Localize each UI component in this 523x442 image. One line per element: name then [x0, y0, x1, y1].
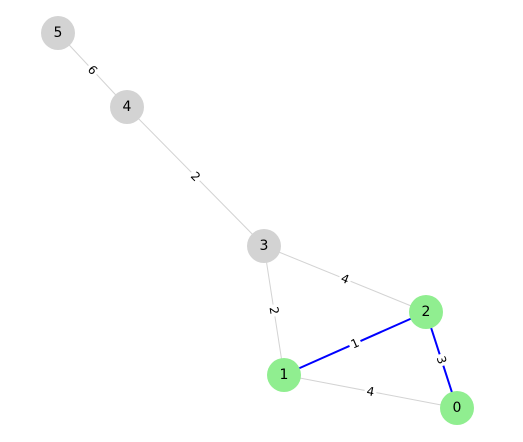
- edge-weight-background: [432, 351, 451, 369]
- edge-weight-background: [265, 303, 283, 318]
- edge-labels-layer: 6 2 4 2 1 3 4: [82, 60, 451, 401]
- edge-weight-background: [363, 382, 378, 401]
- edge-weight-2-0: 3: [432, 351, 451, 369]
- node-circle[interactable]: [409, 295, 443, 329]
- edge-weight-background: [185, 166, 206, 187]
- edge-weight-1-0: 4: [363, 382, 378, 401]
- node-label: 3: [260, 238, 269, 254]
- edge-weight-label: 3: [434, 354, 450, 366]
- node-5[interactable]: 5: [41, 16, 75, 50]
- node-4[interactable]: 4: [110, 90, 144, 124]
- edge-weight-3-2: 4: [336, 269, 354, 289]
- node-label: 1: [280, 367, 289, 383]
- edge-weight-label: 4: [365, 384, 375, 399]
- node-0[interactable]: 0: [440, 391, 474, 425]
- node-1[interactable]: 1: [267, 358, 301, 392]
- node-circle[interactable]: [41, 16, 75, 50]
- edge-weight-4-3: 2: [185, 166, 206, 187]
- edge-weight-1-2: 1: [346, 333, 364, 354]
- node-2[interactable]: 2: [409, 295, 443, 329]
- node-label: 5: [54, 25, 63, 41]
- node-label: 2: [422, 304, 431, 320]
- node-label: 0: [453, 400, 462, 416]
- node-3[interactable]: 3: [247, 229, 281, 263]
- edge-weight-label: 2: [266, 306, 281, 316]
- node-circle[interactable]: [267, 358, 301, 392]
- node-circle[interactable]: [247, 229, 281, 263]
- edge-weight-background: [82, 60, 103, 80]
- edge-weight-background: [346, 333, 364, 354]
- node-circle[interactable]: [110, 90, 144, 124]
- nodes-layer: 0 1 2 3 4 5: [41, 16, 474, 425]
- edges-layer: [57, 32, 458, 409]
- node-circle[interactable]: [440, 391, 474, 425]
- node-label: 4: [123, 99, 132, 115]
- edge-weight-5-4: 6: [82, 60, 103, 80]
- edge-weight-3-1: 2: [265, 303, 283, 318]
- edge-weight-background: [336, 269, 354, 289]
